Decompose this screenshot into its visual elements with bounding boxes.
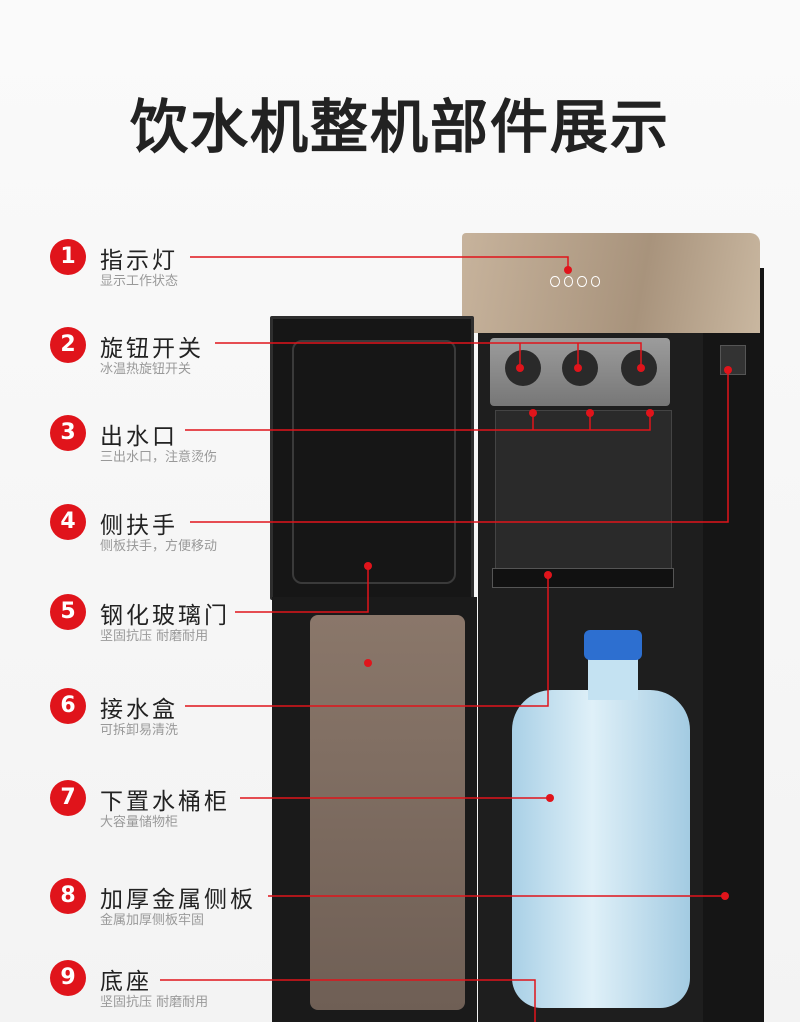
- part-description: 坚固抗压 耐磨耐用: [100, 629, 209, 644]
- bottle-cap: [584, 630, 642, 660]
- top-control-panel: [462, 233, 760, 333]
- part-label: 接水盒: [100, 697, 178, 723]
- glass-door-panel: [310, 615, 465, 1010]
- part-number-badge: 3: [50, 415, 86, 451]
- part-label: 底座: [100, 969, 152, 995]
- part-label: 下置水桶柜: [100, 789, 230, 815]
- part-number-badge: 2: [50, 327, 86, 363]
- part-description: 大容量储物柜: [100, 815, 179, 830]
- part-description: 三出水口，注意烫伤: [100, 450, 218, 465]
- part-description: 可拆卸易清洗: [100, 723, 179, 738]
- marker-dot: [574, 364, 582, 372]
- part-label: 出水口: [100, 424, 178, 450]
- part-label: 侧扶手: [100, 513, 178, 539]
- marker-dot: [544, 571, 552, 579]
- water-bottle: [512, 690, 690, 1008]
- upper-door-inner: [292, 340, 456, 584]
- marker-dot: [637, 364, 645, 372]
- part-number-badge: 9: [50, 960, 86, 996]
- marker-dot: [364, 659, 372, 667]
- part-number-badge: 4: [50, 504, 86, 540]
- leader-line-6: [185, 575, 549, 707]
- part-label: 旋钮开关: [100, 336, 204, 362]
- part-label: 钢化玻璃门: [100, 603, 230, 629]
- leader-line-3: [185, 413, 651, 431]
- drip-tray: [492, 568, 674, 588]
- part-description: 显示工作状态: [100, 274, 179, 289]
- leader-line-2: [215, 342, 642, 368]
- marker-dot: [529, 409, 537, 417]
- side-handle: [720, 345, 746, 375]
- part-description: 坚固抗压 耐磨耐用: [100, 995, 209, 1010]
- page-title: 饮水机整机部件展示: [129, 93, 670, 161]
- marker-dot: [586, 409, 594, 417]
- leader-line-4: [190, 370, 729, 523]
- part-label: 指示灯: [100, 248, 178, 274]
- part-number-badge: 5: [50, 594, 86, 630]
- indicator-lights: [550, 276, 600, 287]
- bottle-neck: [588, 655, 638, 700]
- part-number-badge: 6: [50, 688, 86, 724]
- part-number-badge: 1: [50, 239, 86, 275]
- marker-dot: [646, 409, 654, 417]
- part-description: 冰温热旋钮开关: [100, 362, 192, 377]
- leader-line-1: [190, 256, 569, 270]
- part-label: 加厚金属侧板: [100, 887, 256, 913]
- marker-dot: [721, 892, 729, 900]
- part-number-badge: 7: [50, 780, 86, 816]
- part-description: 金属加厚侧板牢固: [100, 913, 205, 928]
- leader-line-5: [235, 566, 369, 613]
- part-description: 侧板扶手，方便移动: [100, 539, 218, 554]
- marker-dot: [564, 266, 572, 274]
- marker-dot: [516, 364, 524, 372]
- marker-dot: [546, 794, 554, 802]
- marker-dot: [724, 366, 732, 374]
- marker-dot: [364, 562, 372, 570]
- part-number-badge: 8: [50, 878, 86, 914]
- leader-line-9: [160, 979, 536, 1022]
